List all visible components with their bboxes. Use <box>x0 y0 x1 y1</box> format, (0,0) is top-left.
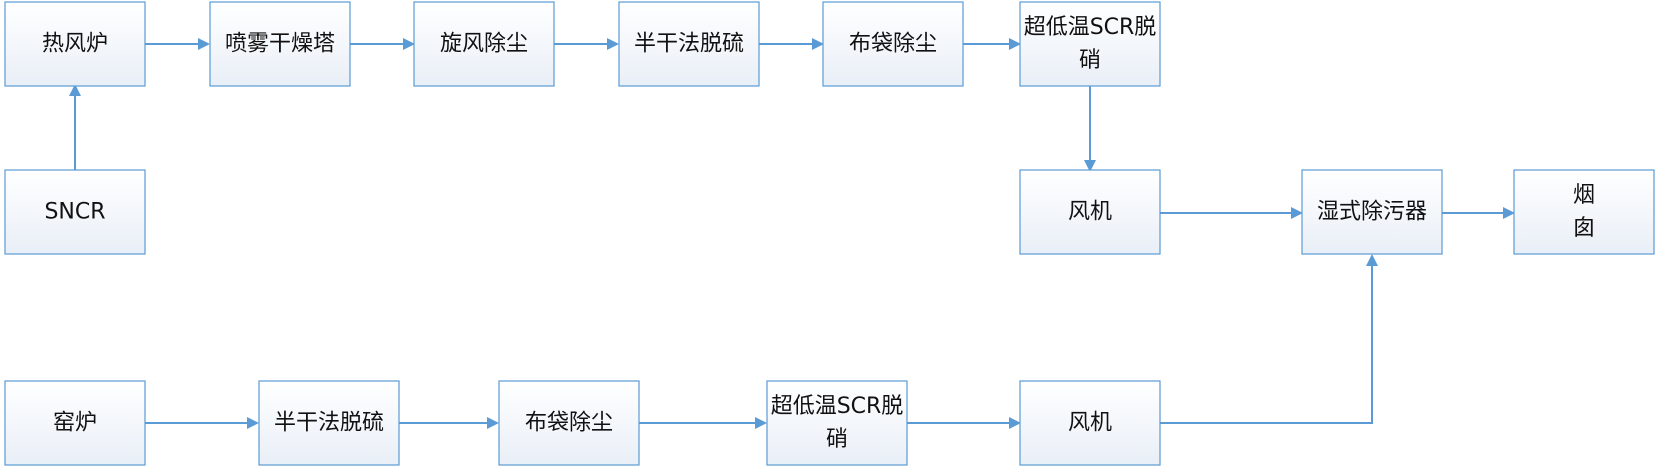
node-label-spray-dryer: 喷雾干燥塔 <box>225 32 335 57</box>
node-box-hot-air-furnace <box>4 1 146 87</box>
node-label-wet-scrubber: 湿式除污器 <box>1317 200 1427 225</box>
node-fan-bottom: 风机 <box>1019 380 1161 466</box>
node-box-scr-top <box>1019 1 1161 87</box>
node-box-bag-filter-top <box>822 1 964 87</box>
node-label-scr-top: 硝 <box>1079 48 1101 73</box>
node-label-cyclone-top: 旋风除尘 <box>440 32 528 57</box>
node-label-kiln: 窑炉 <box>53 411 97 436</box>
node-cyclone-top: 旋风除尘 <box>413 1 555 87</box>
node-box-bag-filter-bottom <box>498 380 640 466</box>
node-box-sncr <box>4 169 146 255</box>
node-label-sncr: SNCR <box>44 200 105 225</box>
node-kiln: 窑炉 <box>4 380 146 466</box>
node-box-chimney <box>1513 169 1655 255</box>
node-box-spray-dryer <box>209 1 351 87</box>
node-box-scr-bottom <box>766 380 908 466</box>
node-bag-filter-bottom: 布袋除尘 <box>498 380 640 466</box>
node-semi-dry-top: 半干法脱硫 <box>618 1 760 87</box>
node-chimney: 烟囱 <box>1513 169 1655 255</box>
node-label-chimney: 烟 <box>1573 183 1595 208</box>
node-box-wet-scrubber <box>1301 169 1443 255</box>
node-label-semi-dry-top: 半干法脱硫 <box>634 32 744 57</box>
arrow-fan-bottom-to-wet-scrubber <box>1160 254 1378 424</box>
node-semi-dry-bottom: 半干法脱硫 <box>258 380 400 466</box>
node-label-hot-air-furnace: 热风炉 <box>42 32 108 57</box>
node-box-fan-top <box>1019 169 1161 255</box>
node-label-bag-filter-bottom: 布袋除尘 <box>525 411 613 436</box>
node-box-semi-dry-bottom <box>258 380 400 466</box>
node-label-scr-top: 超低温SCR脱 <box>1024 15 1157 40</box>
node-box-cyclone-top <box>413 1 555 87</box>
node-label-chimney: 囱 <box>1573 216 1595 241</box>
node-label-scr-bottom: 硝 <box>826 427 848 452</box>
node-box-kiln <box>4 380 146 466</box>
node-box-fan-bottom <box>1019 380 1161 466</box>
node-fan-top: 风机 <box>1019 169 1161 255</box>
node-label-bag-filter-top: 布袋除尘 <box>849 32 937 57</box>
node-label-semi-dry-bottom: 半干法脱硫 <box>274 411 384 436</box>
node-wet-scrubber: 湿式除污器 <box>1301 169 1443 255</box>
connectors <box>69 38 1515 429</box>
node-spray-dryer: 喷雾干燥塔 <box>209 1 351 87</box>
node-label-scr-bottom: 超低温SCR脱 <box>771 394 904 419</box>
node-sncr: SNCR <box>4 169 146 255</box>
node-bag-filter-top: 布袋除尘 <box>822 1 964 87</box>
node-label-fan-top: 风机 <box>1068 200 1112 225</box>
node-box-semi-dry-top <box>618 1 760 87</box>
node-hot-air-furnace: 热风炉 <box>4 1 146 87</box>
node-label-fan-bottom: 风机 <box>1068 411 1112 436</box>
